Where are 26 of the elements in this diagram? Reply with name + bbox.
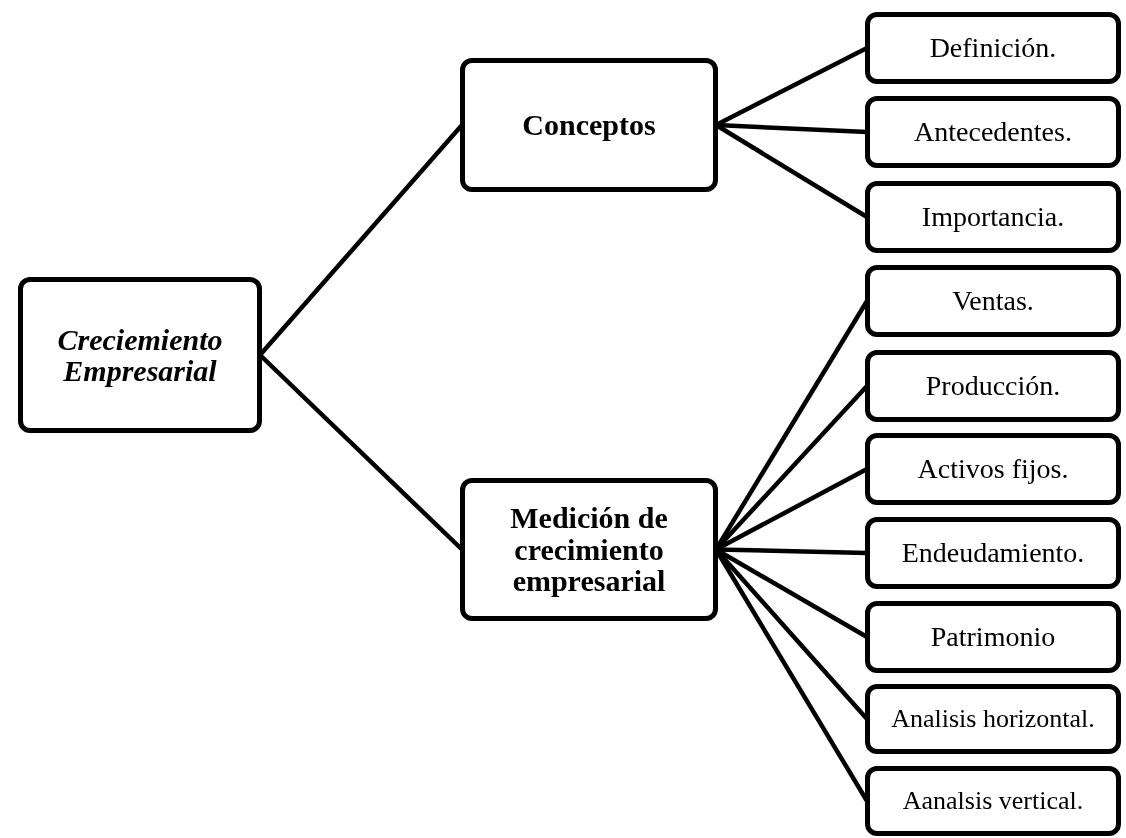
topic-box <box>865 12 1121 84</box>
node-label: Activos fijos. <box>917 454 1069 484</box>
topic-box <box>18 277 262 433</box>
topic-box <box>865 265 1121 337</box>
topic-box <box>460 478 718 621</box>
topic-box <box>865 96 1121 168</box>
node-label: Producción. <box>925 371 1061 401</box>
topic-box <box>865 350 1121 422</box>
node-label: Importancia. <box>921 202 1065 232</box>
node-label: Medición de crecimiento empresarial <box>509 502 669 597</box>
topic-box <box>865 517 1121 589</box>
topic-box <box>865 684 1121 754</box>
node-label: Ventas. <box>952 286 1034 316</box>
topic-box <box>865 433 1121 505</box>
node-label: Conceptos <box>522 109 656 141</box>
node-label: Aanalsis vertical. <box>902 787 1084 815</box>
node-label: Endeudamiento. <box>901 538 1085 568</box>
node-label: Antecedentes. <box>914 117 1072 147</box>
topic-box <box>865 181 1121 253</box>
node-label: Creciemiento Empresarial <box>56 323 224 387</box>
topic-box <box>865 766 1121 836</box>
node-label: Definición. <box>929 33 1057 63</box>
node-label: Patrimonio <box>930 622 1056 652</box>
topic-box <box>460 58 718 192</box>
node-label: Analisis horizontal. <box>891 705 1095 733</box>
topic-box <box>865 601 1121 673</box>
